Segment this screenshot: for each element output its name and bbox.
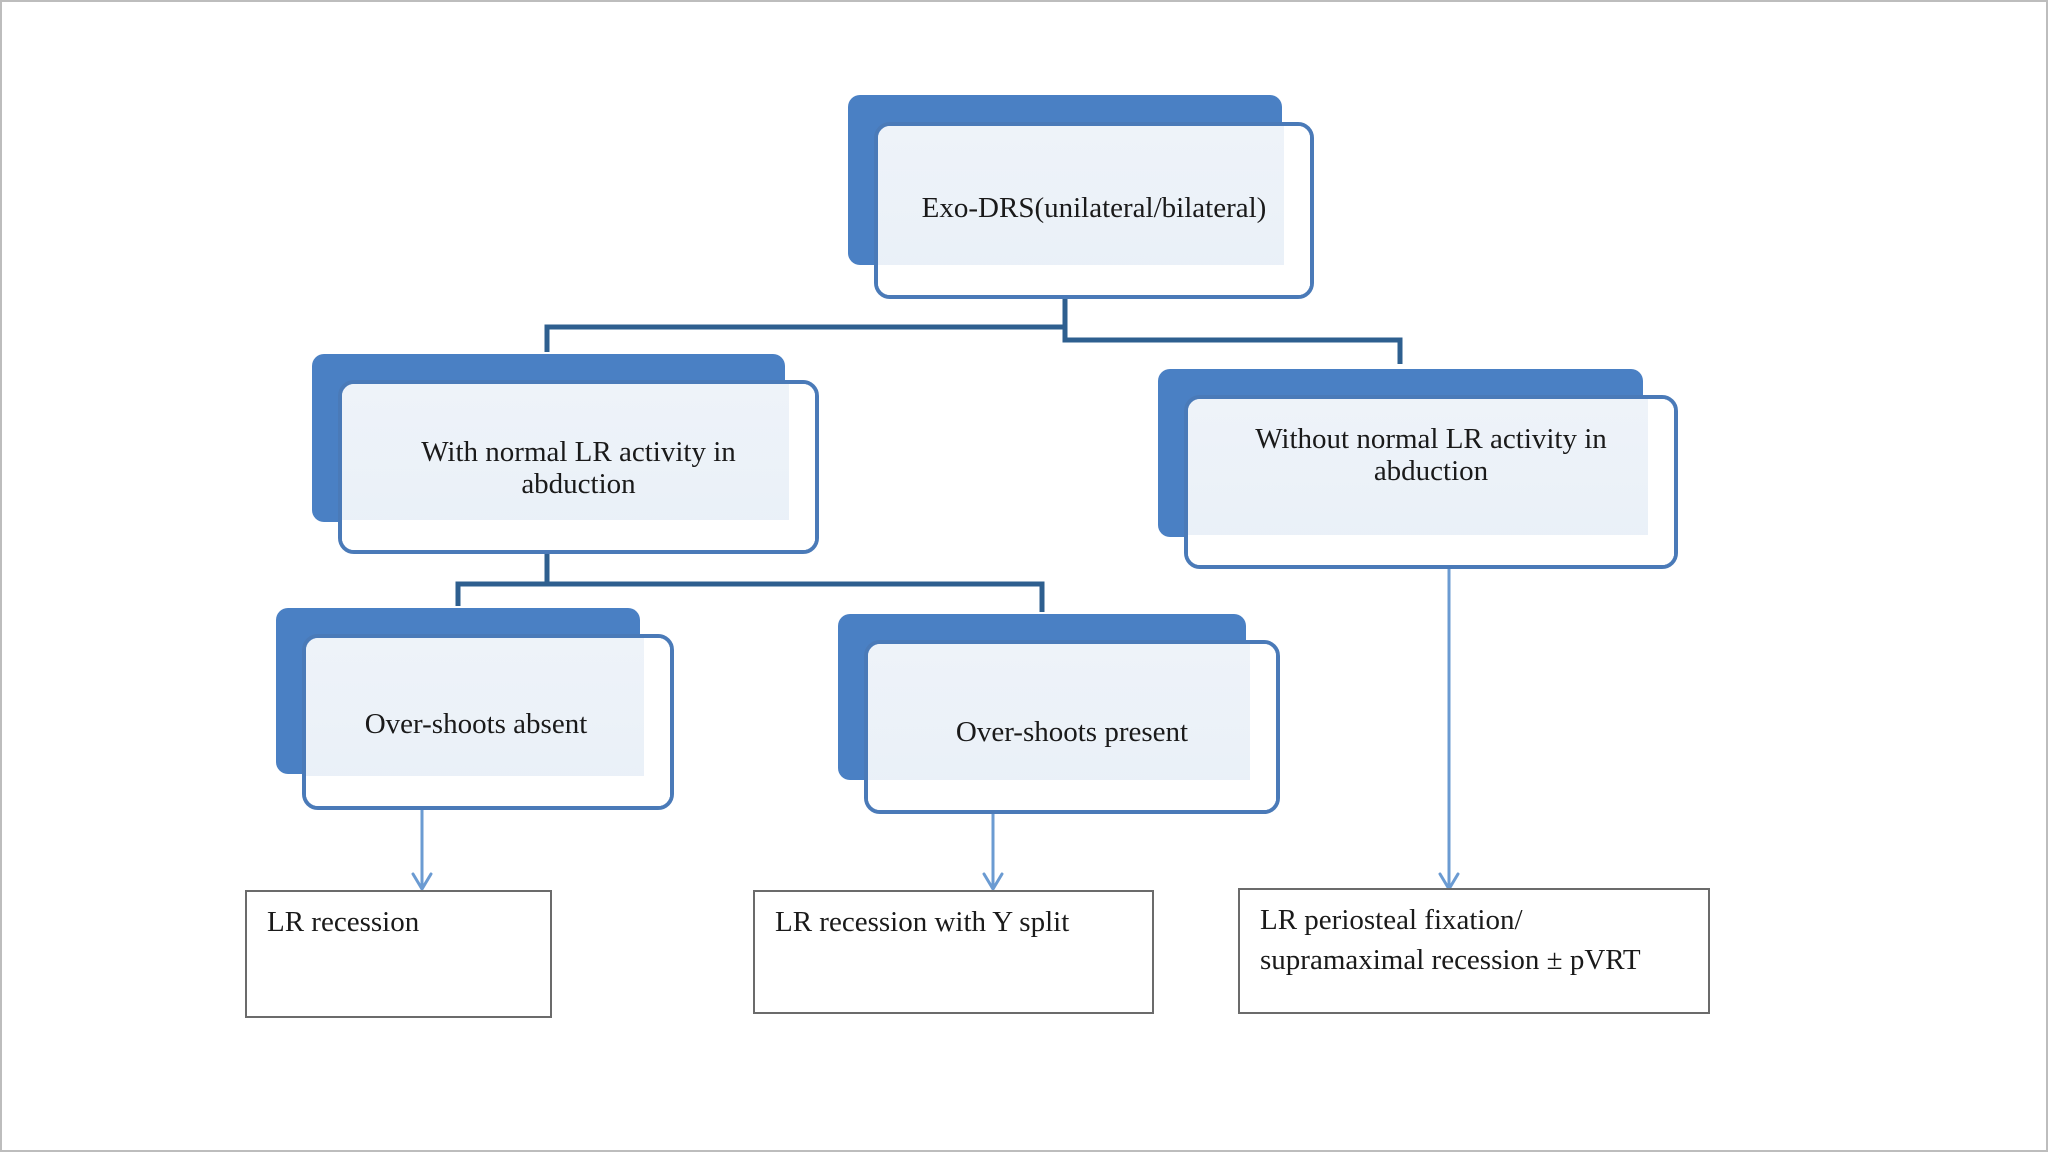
node-without-normal-lr-label: Without normal LR activity in abduction: [1255, 423, 1607, 487]
node-root: Exo-DRS(unilateral/bilateral): [848, 95, 1314, 299]
node-root-box: Exo-DRS(unilateral/bilateral): [874, 122, 1314, 299]
node-with-normal-lr-box: With normal LR activity in abduction: [338, 380, 819, 554]
node-without-normal-lr: Without normal LR activity in abduction: [1158, 369, 1678, 569]
node-overshoots-absent: Over-shoots absent: [276, 608, 674, 810]
leaf-periosteal-fixation-line2: supramaximal recession ± pVRT: [1260, 944, 1641, 976]
node-without-normal-lr-box: Without normal LR activity in abduction: [1184, 395, 1678, 569]
leaf-lr-recession: LR recession: [245, 890, 552, 1018]
leaf-periosteal-fixation-text: LR periosteal fixation/ supramaximal rec…: [1260, 900, 1698, 980]
leaf-lr-recession-y-split: LR recession with Y split: [753, 890, 1154, 1014]
leaf-lr-recession-y-split-text: LR recession with Y split: [775, 906, 1070, 938]
node-with-normal-lr-label: With normal LR activity in abduction: [421, 436, 736, 500]
node-overshoots-present: Over-shoots present: [838, 614, 1280, 814]
node-with-normal-lr: With normal LR activity in abduction: [312, 354, 819, 554]
node-overshoots-present-box: Over-shoots present: [864, 640, 1280, 814]
connector-left-children: [455, 552, 550, 606]
node-overshoots-present-label: Over-shoots present: [955, 716, 1189, 748]
arrow-head-2: [982, 872, 1004, 892]
arrow-head-1: [411, 872, 433, 892]
node-root-label: Exo-DRS(unilateral/bilateral): [921, 192, 1267, 224]
leaf-lr-recession-text: LR recession: [267, 906, 420, 938]
node-overshoots-absent-label: Over-shoots absent: [364, 708, 588, 740]
leaf-periosteal-fixation: LR periosteal fixation/ supramaximal rec…: [1238, 888, 1710, 1014]
connector-root-right: [1062, 327, 1403, 364]
connector-root-left: [544, 298, 1068, 352]
node-overshoots-absent-box: Over-shoots absent: [302, 634, 674, 810]
connector-left-right-child: [547, 581, 1045, 612]
leaf-periosteal-fixation-line1: LR periosteal fixation/: [1260, 904, 1523, 936]
